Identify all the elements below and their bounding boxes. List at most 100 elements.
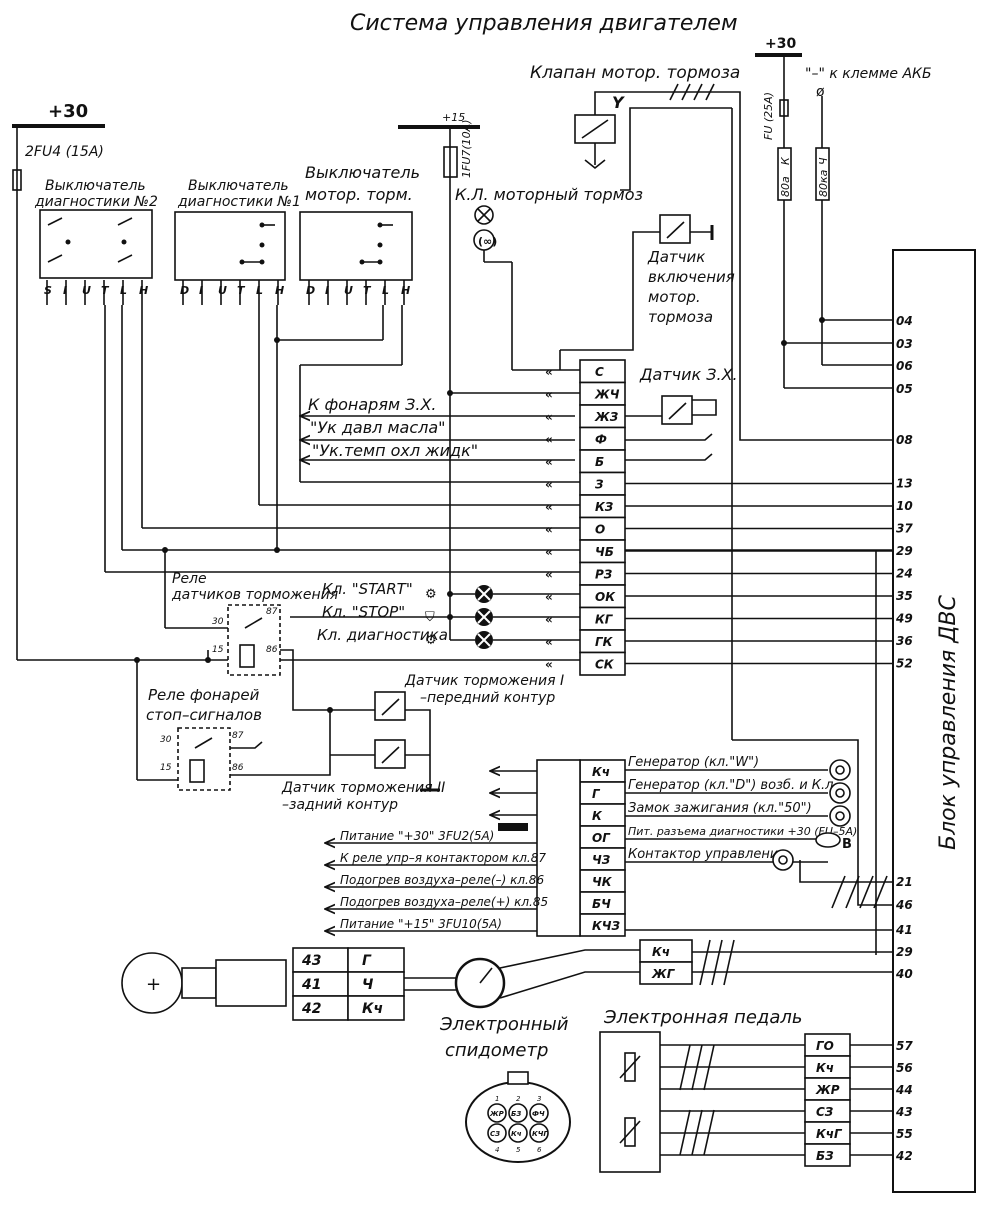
upper-conn-arrow: «	[545, 478, 553, 492]
stop-lamp-label: Кл. "STOP"	[322, 603, 405, 621]
speedo-l2: спидометр	[445, 1040, 548, 1061]
speedo-plug-cell	[292, 995, 349, 1021]
generator-terminals	[772, 759, 851, 871]
lower-left-label-7: Питание "+15" 3FU10(5A)	[340, 917, 502, 931]
socket-pin-label-0: ЖР	[489, 1110, 505, 1118]
upper-conn-arrow: «	[545, 658, 553, 672]
socket-pin-num-3: 4	[495, 1146, 499, 1154]
socket-pin	[529, 1103, 549, 1123]
switch-pin-brake-1: I	[325, 284, 329, 297]
socket-pin-num-5: 6	[537, 1146, 542, 1154]
diag-plug-icon	[498, 823, 528, 831]
diag-b-mark: В	[842, 837, 852, 852]
speed-sensor: +	[121, 952, 287, 1014]
upper-conn-pin-0: С	[595, 365, 604, 379]
svg-text:30: 30	[160, 735, 172, 745]
lower-conn-pin-1: Г	[592, 787, 601, 801]
rear-brake-sensor	[374, 739, 406, 769]
pedal-label: Электронная педаль	[603, 1007, 803, 1028]
rear-fog-label: К фонарям З.Х.	[308, 395, 437, 414]
lower-right-label-3: Пит. разъема диагностики +30 (FU–5A)	[628, 825, 857, 838]
speedo-mid-pin-0: Кч	[652, 945, 670, 959]
upper-conn-pin-13: СК	[595, 658, 615, 672]
motor-brake-lamp: (∞)	[473, 205, 497, 251]
coolant-temp-label: "Ук.темп охл жидк"	[312, 441, 478, 460]
switch-pin-diag2-5: H	[139, 284, 148, 297]
socket-pin	[508, 1103, 528, 1123]
zx-sensor	[661, 395, 717, 425]
junction-9	[447, 591, 453, 597]
upper-conn-pin-6: КЗ	[595, 500, 614, 514]
switch-pin-diag2-3: T	[101, 284, 110, 297]
bsr-l2: датчиков торможения	[171, 587, 338, 603]
socket-pin-label-1: БЗ	[511, 1110, 521, 1118]
wire-stoprelay-87	[230, 741, 263, 749]
speedo-plug-name-0: Г	[362, 953, 372, 969]
lower-conn-housing	[536, 759, 581, 937]
bos-l2: включения	[648, 268, 735, 286]
motor-brake-lamp-label: К.Л. моторный тормоз	[455, 185, 643, 204]
diag2-contact-b	[121, 239, 127, 245]
speed-sensor-symbol: +	[146, 974, 161, 995]
wire-relay-86	[280, 649, 345, 711]
ecu-pin-pedal-3: 43	[895, 1105, 913, 1119]
front-brake-sensor	[374, 691, 406, 721]
socket-pin	[508, 1123, 528, 1143]
speedo-plug-pin-0: 43	[301, 953, 321, 969]
socket-pin-num-1: 2	[516, 1095, 521, 1103]
socket-pin-num-0: 1	[495, 1095, 499, 1103]
switch-pin-brake-2: U	[344, 284, 353, 297]
socket-pin-label-4: Кч	[511, 1130, 522, 1138]
upper-conn-pin-8: ЧБ	[595, 545, 614, 559]
upper-conn-arrow: «	[545, 365, 553, 379]
lower-right-label-1: Генератор (кл."D") возб. и К.л.	[628, 778, 838, 793]
lower-left-label-3: Питание "+30" 3FU2(5A)	[340, 829, 494, 843]
ecu-pin-lower-1: 46	[895, 898, 913, 912]
valve-arrow	[584, 159, 606, 170]
upper-conn-arrow: «	[545, 410, 553, 424]
lower-left-label-4: К реле упр–я контактором кл.87	[340, 851, 546, 865]
upper-conn-arrow: «	[545, 568, 553, 582]
motor-brake-indicator-sym: (∞)	[478, 235, 497, 248]
harness-marks-pedal	[679, 1044, 715, 1156]
wire-f-stub	[625, 433, 713, 441]
fbs-l2: –передний контур	[420, 690, 555, 706]
ground-symbol: ø	[816, 84, 825, 100]
svg-text:30: 30	[212, 617, 224, 627]
junction-1	[274, 547, 280, 553]
start-lamp-label: Кл. "START"	[322, 580, 413, 598]
upper-conn-arrow: «	[545, 613, 553, 627]
pedal-conn-pin-1: Кч	[816, 1061, 834, 1075]
ecu-label: Блок управления ДВС	[936, 595, 961, 850]
speedo-plug-pin-2: 42	[301, 1001, 321, 1017]
mbs-contact-b	[377, 242, 383, 248]
ecu-pin-top-2: 06	[896, 359, 913, 373]
speedo-plug-name-1: Ч	[362, 977, 374, 993]
start-icon: ⚙	[425, 587, 437, 602]
wire-b-stub	[625, 453, 713, 461]
upper-conn-pin-11: КГ	[595, 613, 614, 627]
lower-conn-pin-6: БЧ	[592, 897, 611, 911]
plus15-label: +15	[442, 111, 465, 124]
fuse-fu25-label: FU (25A)	[762, 92, 775, 140]
socket-pin-label-3: СЗ	[490, 1130, 500, 1138]
ecu-pin-upper-6: 10	[896, 499, 913, 513]
switch-pin-diag1-1: I	[199, 284, 203, 297]
minus-akb-label: "–" к клемме АКБ	[805, 66, 932, 82]
lower-conn-cell	[579, 803, 626, 827]
zx-sensor-label: Датчик З.Х.	[639, 365, 738, 384]
rear-brake-sensor-label: Датчик торможения II–задний контур	[281, 780, 445, 813]
diag2-lever-1	[47, 217, 63, 226]
svg-text:86: 86	[232, 763, 244, 773]
